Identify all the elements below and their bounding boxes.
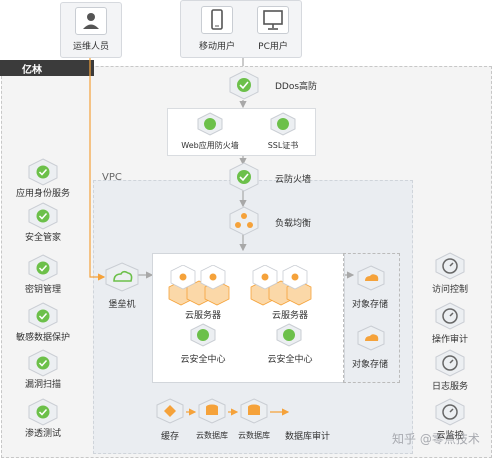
security-center-icon: [276, 323, 302, 347]
ops-user-label: 运维人员: [72, 42, 110, 52]
waf-label: Web应用防火墙: [181, 141, 239, 150]
database-icon: [240, 398, 268, 424]
ssl-icon: [270, 112, 296, 136]
server-cluster-icon: [168, 265, 230, 306]
cloud-firewall-label: 云防火墙: [275, 175, 312, 185]
pc-user-label: PC用户: [258, 42, 288, 52]
left-service-label: 密钥管理: [24, 285, 62, 295]
security-center-icon: [190, 323, 216, 347]
left-service-label: 渗透测试: [24, 429, 62, 439]
waf-icon: [197, 112, 223, 136]
object-storage-icon: [357, 325, 385, 351]
database-label: 云数据库: [238, 431, 270, 440]
load-balancer-label: 负载均衡: [275, 219, 312, 229]
region-label: 亿林: [22, 65, 42, 76]
ops-user-node: 运维人员: [60, 2, 122, 58]
cache-icon: [156, 398, 184, 424]
security-service-icon: [28, 158, 58, 186]
ssl-label: SSL证书: [267, 141, 299, 150]
right-service-label: 访问控制: [431, 285, 469, 295]
region-header: [0, 60, 94, 76]
mobile-icon: [201, 6, 233, 34]
database-icon: [198, 398, 226, 424]
pc-icon: [257, 6, 289, 34]
server-label: 云服务器: [184, 311, 222, 321]
left-service-label: 安全管家: [24, 233, 62, 243]
security-service-icon: [28, 398, 58, 426]
left-service-label: 敏感数据保护: [15, 333, 71, 343]
management-service-icon: [435, 398, 465, 426]
watermark: 知乎 @零点技术: [392, 432, 480, 446]
waf-ssl-panel: [167, 108, 316, 156]
security-service-icon: [28, 349, 58, 377]
cloud-firewall-icon: [229, 162, 259, 192]
management-service-icon: [435, 302, 465, 330]
user-icon: [75, 7, 107, 35]
left-service-label: 应用身份服务: [15, 189, 71, 199]
database-label: 云数据库: [196, 431, 228, 440]
end-users-node: 移动用户 PC用户: [180, 0, 302, 58]
server-panel: [152, 253, 345, 383]
bastion-label: 堡垒机: [108, 300, 136, 310]
mobile-user-label: 移动用户: [198, 42, 236, 52]
security-center-label: 云安全中心: [267, 355, 313, 365]
ddos-icon: [229, 70, 259, 100]
security-service-icon: [28, 254, 58, 282]
object-storage-label: 对象存储: [351, 360, 389, 370]
right-service-label: 云监控: [436, 431, 464, 441]
object-storage-label: 对象存储: [351, 300, 389, 310]
cache-label: 缓存: [160, 432, 180, 442]
db-audit-label: 数据库审计: [285, 432, 331, 442]
ddos-label: DDos高防: [275, 82, 318, 92]
right-service-label: 日志服务: [431, 382, 469, 392]
server-cluster-icon: [250, 265, 312, 306]
load-balancer-icon: [229, 206, 259, 236]
left-service-label: 漏洞扫描: [24, 380, 62, 390]
object-storage-icon: [357, 265, 385, 291]
security-service-icon: [28, 302, 58, 330]
right-service-label: 操作审计: [431, 335, 469, 345]
management-service-icon: [435, 349, 465, 377]
object-storage-panel: [343, 253, 400, 383]
bastion-icon: [105, 262, 139, 292]
security-center-label: 云安全中心: [180, 355, 226, 365]
server-label: 云服务器: [271, 311, 309, 321]
vpc-label: VPC: [102, 172, 122, 183]
security-service-icon: [28, 202, 58, 230]
management-service-icon: [435, 252, 465, 280]
